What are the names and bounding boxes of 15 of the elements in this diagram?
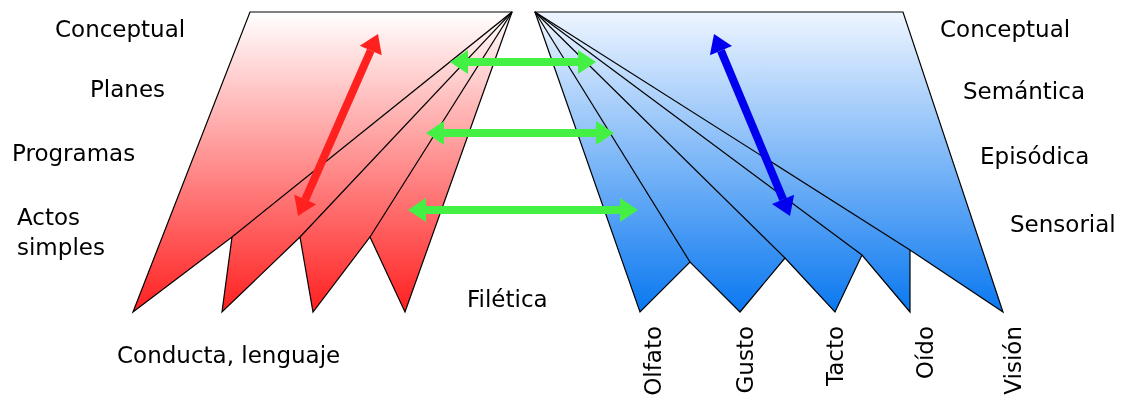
level-label: Semántica [963,77,1085,106]
level-label: Oído [911,326,939,380]
level-label: Episódica [980,142,1090,171]
level-label: Tacto [821,326,849,387]
level-label: Conducta, lenguaje [117,341,341,370]
level-label: Conceptual [940,15,1071,44]
level-label: Programas [12,139,136,168]
level-label: Sensorial [1010,210,1116,239]
level-label: Filética [467,285,548,314]
level-label: Conceptual [55,15,186,44]
level-label: Actos simples [17,203,106,262]
level-label: Olfato [639,326,667,396]
level-label: Visión [999,326,1027,395]
level-label: Gusto [731,326,759,394]
level-label: Planes [90,75,166,104]
